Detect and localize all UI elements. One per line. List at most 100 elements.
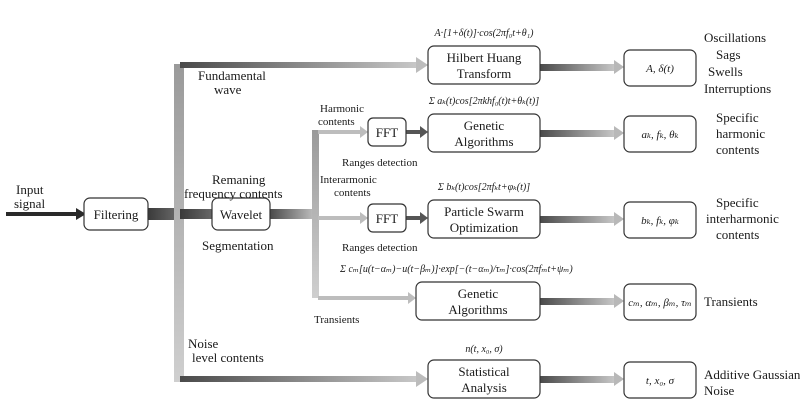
harmonic-branch-bar (318, 130, 362, 134)
input-label-line2: signal (14, 196, 45, 211)
ga2-label-line1: Genetic (458, 286, 499, 301)
stat-output-arrowhead (614, 372, 624, 386)
output-interharmonic-line1: Specific (716, 195, 759, 210)
fft1-block: FFT (367, 117, 407, 147)
hht-output-bar (540, 64, 616, 71)
output-interruptions: Interruptions (704, 81, 771, 96)
ga2-output-bar (540, 298, 616, 305)
transients-branch-label: Transients (314, 314, 359, 326)
params-fundamental-text: A, δ(t) (645, 63, 674, 75)
fundamental-label-line2: wave (214, 82, 242, 97)
transients-arrowhead (408, 292, 416, 304)
params-interharmonic-text: bₖ, fₖ, φₖ (641, 215, 679, 227)
input-label-line1: Input (16, 182, 44, 197)
output-harmonic-line2: harmonic (716, 126, 765, 141)
wavelet-output-bar (270, 209, 318, 219)
fft2-output-bar (406, 216, 422, 220)
main-trunk-bar (174, 64, 184, 382)
filtering-output-bar (148, 208, 178, 220)
harmonic-label-line2: contents (318, 116, 355, 128)
ranges1-label: Ranges detection (342, 157, 418, 169)
ga2-label-line2: Algorithms (448, 302, 507, 317)
fft1-arrowhead (420, 126, 428, 138)
filtering-block: Filtering (83, 197, 149, 231)
hht-output-arrowhead (614, 60, 624, 74)
output-noise-line2: Noise (704, 383, 735, 398)
noise-branch-bar (180, 376, 418, 382)
output-transients: Transients (704, 294, 758, 309)
ga1-output-arrowhead (614, 126, 624, 140)
output-noise-line1: Additive Gaussian (704, 367, 800, 382)
pso-output-bar (540, 216, 616, 223)
interharmonic-branch-bar (318, 216, 362, 220)
formula-harmonic: Σ aₖ(t)cos[2πkhf₀(t)t+θₖ(t)] (428, 96, 539, 107)
fundamental-branch-bar (180, 62, 418, 68)
noise-label-line2: level contents (192, 350, 264, 365)
stat-block: Statistical Analysis (427, 359, 541, 399)
pso-label-line1: Particle Swarm (444, 204, 524, 219)
params-harmonic-box: aₖ, fₖ, θₖ (623, 115, 697, 153)
input-line (6, 212, 78, 216)
remaining-label-line2: frequency contents (184, 186, 283, 201)
ga1-block: Genetic Algorithms (427, 113, 541, 153)
harmonic-label-line1: Harmonic (320, 103, 364, 115)
pso-label-line2: Optimization (450, 220, 519, 235)
output-interharmonic-line3: contents (716, 227, 759, 242)
remaining-label-line1: Remaning (212, 172, 266, 187)
noise-arrowhead (416, 371, 428, 387)
hht-block: Hilbert Huang Transform (427, 45, 541, 85)
output-sags: Sags (716, 47, 741, 62)
output-swells: Swells (708, 64, 743, 79)
hht-label-line2: Transform (457, 66, 511, 81)
interharmonic-arrowhead (360, 212, 368, 224)
hht-label-line1: Hilbert Huang (447, 50, 522, 65)
fundamental-label-line1: Fundamental (198, 68, 266, 83)
fft1-output-bar (406, 130, 422, 134)
filtering-label: Filtering (94, 207, 139, 222)
interharmonic-label-line2: contents (334, 187, 371, 199)
output-harmonic-line3: contents (716, 142, 759, 157)
fft2-arrowhead (420, 212, 428, 224)
segmentation-label: Segmentation (202, 238, 274, 253)
ga1-output-bar (540, 130, 616, 137)
ga1-label-line2: Algorithms (454, 134, 513, 149)
pso-output-arrowhead (614, 212, 624, 226)
trunk-to-wavelet-bar (180, 209, 214, 219)
stat-label-line2: Analysis (461, 380, 507, 395)
params-noise-box: t, x₀, σ (623, 361, 697, 399)
input-arrowhead (76, 208, 86, 220)
fft2-block: FFT (367, 203, 407, 233)
ranges2-label: Ranges detection (342, 242, 418, 254)
fundamental-arrowhead (416, 57, 428, 73)
stat-label-line1: Statistical (458, 364, 510, 379)
params-noise-text: t, x₀, σ (646, 375, 675, 387)
output-harmonic-line1: Specific (716, 110, 759, 125)
output-oscillations: Oscillations (704, 30, 766, 45)
formula-transients: Σ cₘ[u(t−αₘ)−u(t−βₘ)]·exp[−(t−αₘ)/τₘ]·co… (339, 264, 573, 275)
formula-noise: n(t, x₀, σ) (465, 344, 503, 355)
noise-label-line1: Noise (188, 336, 219, 351)
ga1-label-line1: Genetic (464, 118, 505, 133)
distributor-vertical-bar (312, 130, 319, 298)
transients-branch-bar (318, 296, 410, 300)
wavelet-label: Wavelet (220, 207, 263, 222)
params-transients-text: cₘ, αₘ, βₘ, τₘ (628, 297, 692, 309)
wavelet-block: Wavelet (211, 197, 271, 231)
fft2-label: FFT (376, 211, 398, 226)
interharmonic-label-line1: Interarmonic (320, 174, 377, 186)
pso-block: Particle Swarm Optimization (427, 199, 541, 239)
params-interharmonic-box: bₖ, fₖ, φₖ (623, 201, 697, 239)
ga2-block: Genetic Algorithms (415, 281, 541, 321)
fft1-label: FFT (376, 125, 398, 140)
params-harmonic-text: aₖ, fₖ, θₖ (642, 129, 679, 141)
stat-output-bar (540, 376, 616, 383)
formula-interharmonic: Σ bₖ(t)cos[2πfₖt+φₖ(t)] (437, 182, 530, 193)
output-interharmonic-line2: interharmonic (706, 211, 779, 226)
harmonic-arrowhead (360, 126, 368, 138)
formula-hht: A·[1+δ(t)]·cos(2πf₀t+θ₁) (434, 28, 535, 39)
params-fundamental-box: A, δ(t) (623, 49, 697, 87)
params-transients-box: cₘ, αₘ, βₘ, τₘ (623, 283, 697, 321)
ga2-output-arrowhead (614, 294, 624, 308)
